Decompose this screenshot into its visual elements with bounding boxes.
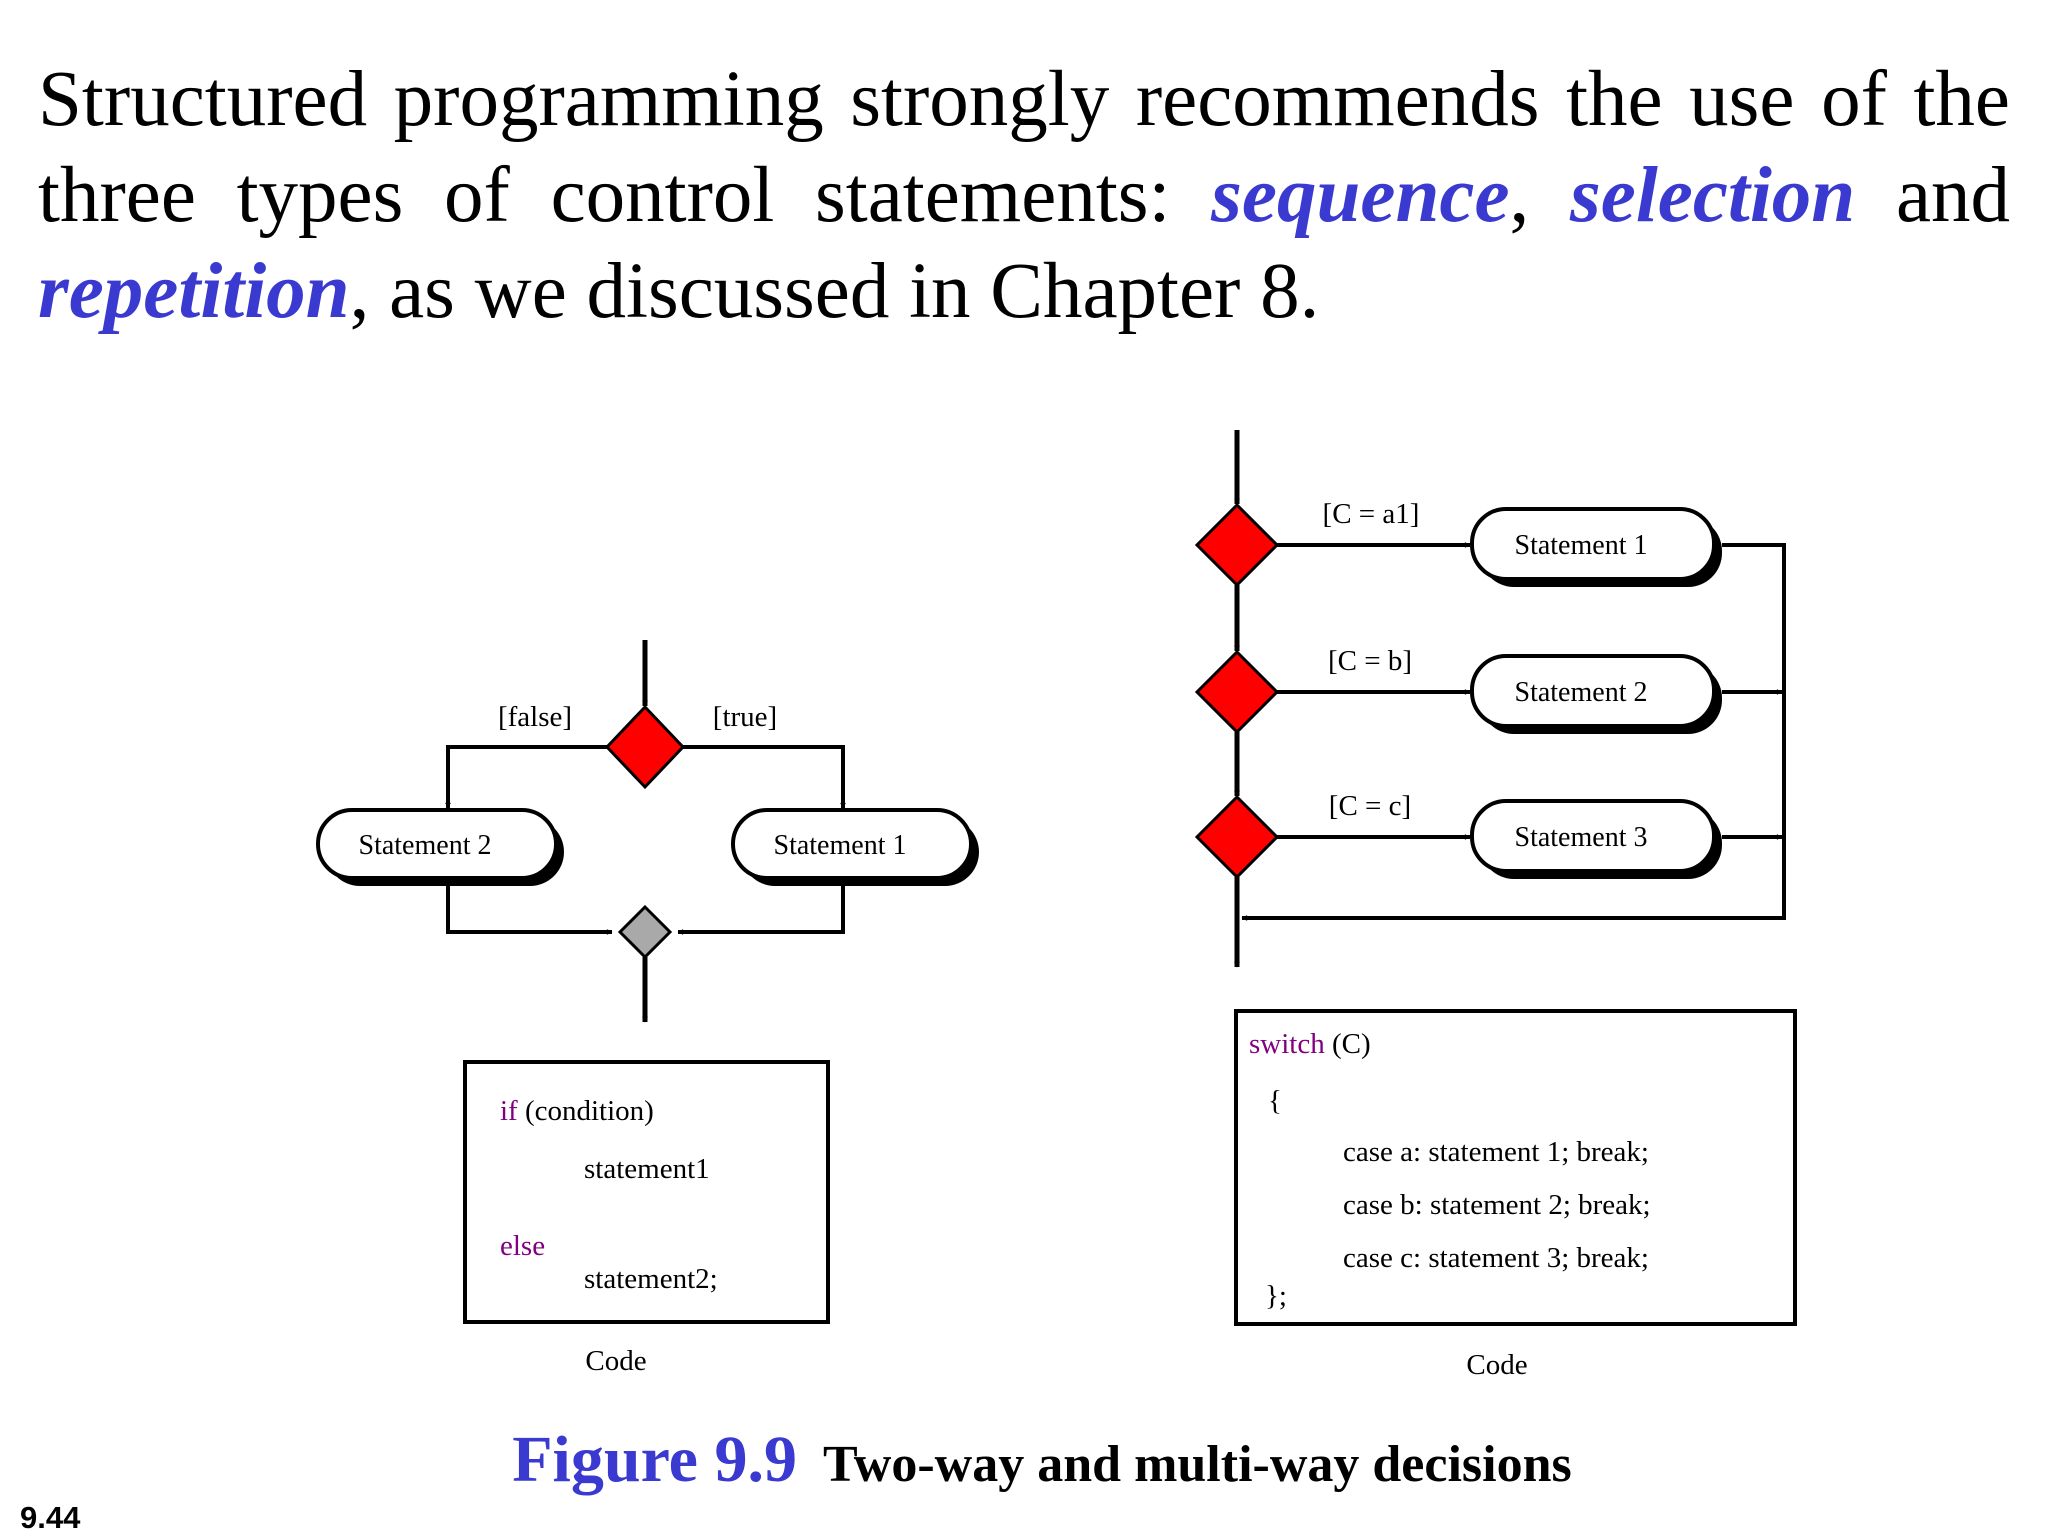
- guard-label: [C = b]: [1328, 645, 1412, 677]
- two-way-decision-diagram: [false] [true] Statement 2 Statement 1 i…: [316, 640, 979, 1377]
- switch-argument: (C): [1325, 1028, 1371, 1060]
- code-caption-left: Code: [585, 1345, 646, 1377]
- merge-diamond: [617, 904, 673, 960]
- code-line-if: if (condition): [500, 1095, 654, 1127]
- statement-label: Statement 2: [1515, 677, 1648, 708]
- code-case-b: case b: statement 2; break;: [1343, 1189, 1651, 1221]
- false-branch-arrow: [445, 745, 607, 809]
- decision-diamond: [1194, 502, 1280, 588]
- decision-diamond: [604, 704, 686, 790]
- intro-and: and: [1855, 152, 2011, 239]
- if-condition: (condition): [518, 1095, 654, 1127]
- intro-paragraph: Structured programming strongly recommen…: [38, 52, 2010, 340]
- false-guard-label: [false]: [498, 701, 572, 733]
- if-keyword: if: [500, 1095, 518, 1127]
- merge-arrow-left: [446, 882, 613, 935]
- else-keyword: else: [500, 1230, 545, 1262]
- true-guard-label: [true]: [713, 701, 777, 733]
- code-close-brace: };: [1265, 1280, 1287, 1312]
- activity-statement-3: [1470, 799, 1716, 873]
- code-case-a: case a: statement 1; break;: [1343, 1136, 1649, 1168]
- keyword-selection: selection: [1570, 152, 1856, 239]
- intro-text-end: , as we discussed in Chapter 8.: [349, 248, 1320, 335]
- activity-statement-1: Statement 1: [731, 808, 979, 886]
- keyword-repetition: repetition: [38, 248, 350, 335]
- merge-arrow-right: [677, 882, 845, 935]
- keyword-sequence: sequence: [1211, 152, 1510, 239]
- intro-text-start: Structured programming strongly recommen…: [38, 56, 2010, 239]
- page-number: 9.44: [20, 1500, 81, 1535]
- figure-number: Figure 9.9: [512, 1423, 797, 1496]
- statement-label: Statement 2: [359, 830, 492, 861]
- decision-row-a: [C = a1] Statement 1: [1194, 498, 1722, 588]
- statement-label: Statement 3: [1515, 822, 1648, 853]
- code-caption-right: Code: [1466, 1349, 1527, 1381]
- statement-label: Statement 1: [774, 830, 907, 861]
- true-branch-arrow: [683, 745, 846, 809]
- code-line-statement2: statement2;: [584, 1263, 718, 1295]
- code-case-c: case c: statement 3; break;: [1343, 1242, 1649, 1274]
- guard-label: [C = a1]: [1323, 498, 1420, 530]
- switch-code-box: switch (C) { case a: statement 1; break;…: [1234, 1009, 1797, 1326]
- decision-diamond: [1194, 794, 1280, 880]
- figure-title: Two-way and multi-way decisions: [822, 1436, 1572, 1493]
- switch-keyword: switch: [1249, 1028, 1325, 1060]
- if-else-code-box: if (condition) statement1 else statement…: [463, 1060, 830, 1324]
- activity-statement-2: [1470, 654, 1716, 728]
- decision-row-b: [C = b] Statement 2: [1194, 645, 1722, 735]
- decision-diamond: [1194, 649, 1280, 735]
- activity-statement-2: Statement 2: [316, 808, 564, 886]
- code-open-brace: {: [1268, 1085, 1282, 1117]
- code-line-switch: switch (C): [1249, 1028, 1371, 1060]
- activity-statement-1: [1470, 507, 1716, 581]
- return-path-arrow: [1241, 543, 1786, 921]
- decision-row-c: [C = c] Statement 3: [1194, 790, 1722, 880]
- statement-label: Statement 1: [1515, 530, 1648, 561]
- multi-way-decision-diagram: [C = a1] Statement 1 [C = b] Statement 2…: [1194, 430, 1797, 1381]
- guard-label: [C = c]: [1329, 790, 1411, 822]
- intro-comma: ,: [1509, 152, 1571, 239]
- code-line-statement1: statement1: [584, 1153, 710, 1185]
- figure-caption: Figure 9.9 Two-way and multi-way decision…: [0, 1422, 2048, 1498]
